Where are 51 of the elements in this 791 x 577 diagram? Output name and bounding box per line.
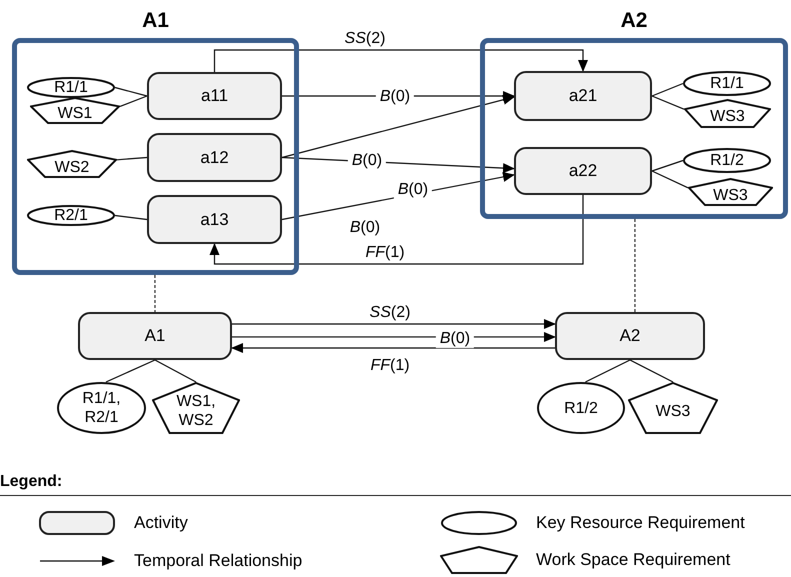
arrow	[232, 319, 556, 329]
edge-label: B(0)	[436, 330, 474, 348]
workspace-pentagon: WS1	[30, 97, 120, 124]
connector-line	[114, 86, 148, 97]
edge-label: B(0)	[376, 88, 414, 106]
resource-ellipse: R1/2	[683, 148, 771, 173]
workspace-pentagon: WS3	[628, 382, 718, 434]
resource-ellipse: R1/1	[27, 77, 115, 98]
activity-box: a11	[147, 72, 282, 120]
relation-label: B(0)	[350, 219, 380, 237]
connector-line	[652, 82, 684, 97]
arrow	[231, 343, 555, 353]
legend-heading: Legend:	[0, 472, 62, 492]
legend-text: Temporal Relationship	[134, 550, 302, 572]
resource-ellipse: R1/1	[683, 71, 771, 96]
activity-box: a22	[514, 147, 652, 195]
connector-line	[652, 95, 684, 110]
group-title: A1	[141, 8, 170, 34]
arrow	[210, 195, 584, 265]
arrow	[282, 94, 515, 158]
connector-line	[630, 359, 674, 383]
activity-box: a12	[147, 133, 282, 182]
activity-box: A1	[78, 312, 232, 360]
dashed-line	[634, 219, 636, 312]
workspace-pentagon: WS3	[688, 178, 773, 206]
edge-label: B(0)	[348, 152, 386, 170]
legend-text: Work Space Requirement	[536, 549, 730, 572]
connector-line	[154, 359, 196, 383]
edge-label: B(0)	[394, 181, 432, 199]
group-title: A2	[620, 8, 648, 34]
connector-line	[652, 170, 688, 188]
workspace-pentagon: WS1, WS2	[152, 382, 240, 434]
connector-line	[652, 160, 684, 172]
connector-line	[120, 95, 148, 107]
resource-ellipse: R1/1, R2/1	[57, 382, 146, 434]
connector-line	[116, 156, 148, 160]
activity-box: a13	[147, 195, 282, 244]
connector-line	[585, 359, 630, 383]
arrow	[214, 49, 588, 72]
legend-text: Activity	[134, 512, 188, 534]
resource-ellipse: R1/2	[537, 382, 625, 434]
dashed-line	[154, 275, 156, 312]
legend-text: Key Resource Requirement	[536, 512, 745, 534]
connector-line	[114, 214, 148, 220]
workspace-pentagon: WS2	[27, 150, 117, 178]
activity-box: A2	[555, 312, 705, 360]
activity-box: a21	[514, 71, 652, 121]
resource-ellipse: R2/1	[27, 205, 115, 226]
workspace-pentagon: WS3	[684, 99, 771, 128]
arrow	[232, 332, 556, 342]
connector-line	[106, 359, 156, 383]
